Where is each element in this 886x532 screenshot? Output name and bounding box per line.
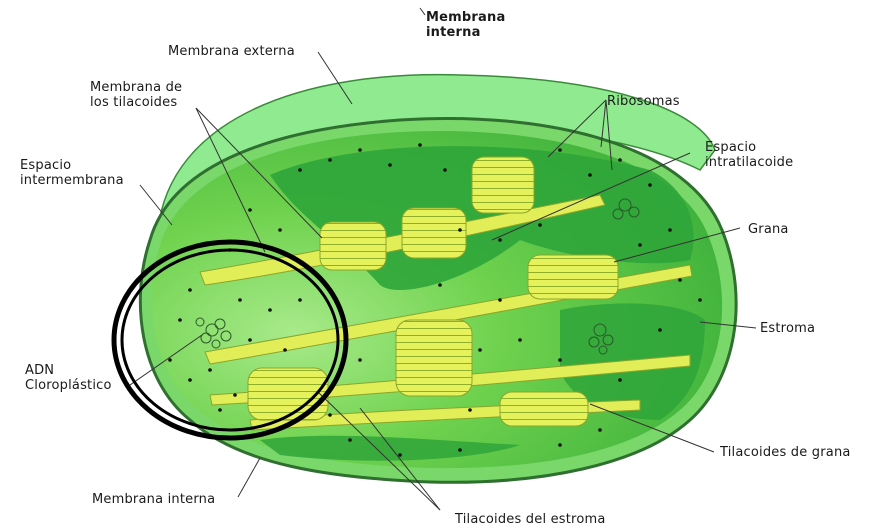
label-membrana-interna-top: Membrana interna: [426, 10, 505, 40]
label-line: los tilacoides: [90, 95, 178, 110]
grana-stack: [499, 391, 589, 427]
dna-blob: [612, 198, 640, 220]
label-line: ADN: [25, 363, 55, 378]
grana-stack: [527, 254, 619, 300]
label-adn-cloroplastico: ADN Cloroplástico: [25, 363, 112, 393]
label-grana: Grana: [748, 222, 789, 237]
label-line: intermembrana: [20, 173, 124, 188]
label-espacio-intratilacoide: Espacio intratilacoide: [705, 140, 793, 170]
grana-stack: [471, 156, 535, 214]
label-estroma: Estroma: [760, 321, 816, 336]
ribosomes: [168, 143, 702, 457]
label-line: Membrana de: [90, 80, 183, 95]
label-line: Cloroplástico: [25, 378, 112, 393]
dna-blob: [195, 317, 232, 349]
dna-blob: [588, 323, 614, 355]
grana-stack: [319, 221, 387, 271]
label-espacio-intermembrana: Espacio intermembrana: [20, 158, 124, 188]
dark-region: [260, 435, 520, 461]
label-tilacoides-estroma: Tilacoides del estroma: [455, 512, 606, 527]
label-membrana-externa: Membrana externa: [168, 44, 295, 59]
grana-stack: [395, 319, 473, 397]
leader-lines: [129, 7, 757, 511]
highlight-circle-inner: [120, 248, 340, 432]
label-line: Espacio: [705, 140, 757, 155]
label-ribosomas: Ribosomas: [607, 94, 680, 109]
label-membrana-interna-bottom: Membrana interna: [92, 492, 216, 507]
label-line: Membrana: [426, 10, 506, 25]
grana-stack: [401, 207, 467, 259]
label-tilacoides-grana: Tilacoides de grana: [720, 445, 851, 460]
label-line: interna: [426, 25, 481, 40]
label-line: Espacio: [20, 158, 72, 173]
label-line: intratilacoide: [705, 155, 794, 170]
highlight-circle: [111, 239, 349, 441]
label-membrana-tilacoides: Membrana de los tilacoides: [90, 80, 182, 110]
